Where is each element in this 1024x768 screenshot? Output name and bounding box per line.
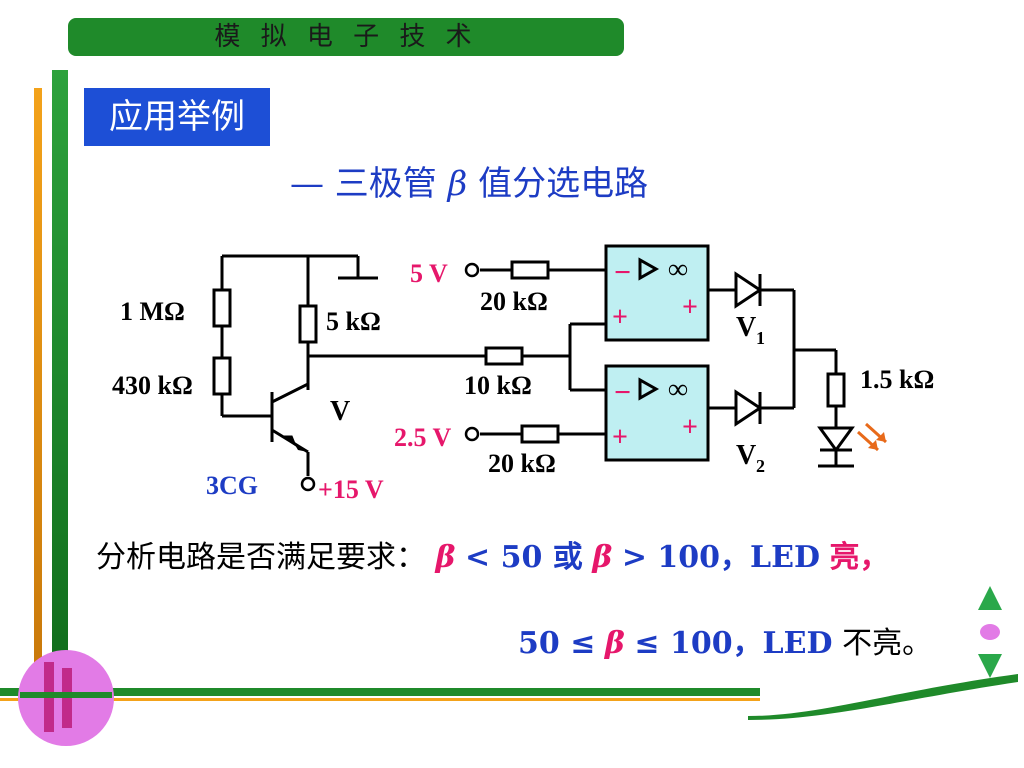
opamp1-plus-left: + (612, 302, 628, 333)
label-ref-2-5v: 2.5 V (394, 423, 452, 452)
analysis-result2: 不亮。 (842, 626, 933, 661)
analysis-result1: 亮， (829, 540, 890, 575)
left-stripe-green (52, 70, 68, 710)
analysis-cond1: < 50 或 (465, 540, 583, 575)
label-r20k-top: 20 kΩ (480, 287, 548, 316)
label-transistor: V (330, 396, 350, 427)
label-diode1-sub: 1 (756, 328, 765, 348)
opamp2-plus-right: + (682, 412, 698, 443)
analysis-line2-pre: 50 ≤ (518, 626, 596, 661)
opamp2-infinity: ∞ (668, 374, 688, 405)
nav-down-icon[interactable] (978, 654, 1002, 678)
bottom-accent-line (0, 698, 760, 701)
label-transistor-type: 3CG (206, 471, 258, 500)
label-diode1: V (736, 312, 756, 343)
decor-bar (62, 668, 72, 728)
opamp1-plus-right: + (682, 292, 698, 323)
analysis-cond2: > 100，LED (621, 540, 820, 575)
analysis-line-2: 50 ≤ β ≤ 100，LED 不亮。 (518, 618, 932, 662)
decor-wave (748, 674, 1018, 720)
label-r20k-bottom: 20 kΩ (488, 449, 556, 478)
label-supply: +15 V (318, 475, 384, 504)
opamp2-minus: − (614, 376, 631, 409)
analysis-beta: β (604, 626, 625, 661)
decor-bar (20, 692, 112, 698)
nav-up-icon[interactable] (978, 586, 1002, 610)
opamp1-infinity: ∞ (668, 254, 688, 285)
nav-home-icon[interactable] (980, 624, 1000, 640)
analysis-intro: 分析电路是否满足要求： (96, 540, 426, 575)
label-ref-5v: 5 V (410, 259, 448, 288)
analysis-beta: β (435, 540, 456, 575)
analysis-line-1: 分析电路是否满足要求： β < 50 或 β > 100，LED 亮， (96, 532, 890, 576)
label-r1m: 1 MΩ (120, 297, 185, 326)
label-r1-5k: 1.5 kΩ (860, 365, 934, 394)
opamp2-plus-left: + (612, 422, 628, 453)
label-r10k: 10 kΩ (464, 371, 532, 400)
label-diode2: V (736, 440, 756, 471)
bottom-line (0, 688, 760, 696)
analysis-beta: β (592, 540, 613, 575)
label-diode2-sub: 2 (756, 456, 765, 476)
slide-nav (978, 586, 1002, 678)
subtitle-beta: β (447, 164, 468, 204)
opamp1-minus: − (614, 256, 631, 289)
label-r5k: 5 kΩ (326, 307, 381, 336)
header-bar (68, 18, 624, 56)
analysis-line2-post: ≤ 100，LED (634, 626, 833, 661)
section-tag: 应用举例 (84, 88, 270, 146)
subtitle: — 三极管 β 值分选电路 (290, 156, 648, 205)
subtitle-prefix: — 三极管 (290, 164, 437, 204)
label-r430k: 430 kΩ (112, 371, 193, 400)
header-title: 模 拟 电 子 技 术 (214, 22, 478, 52)
left-stripe-orange (34, 88, 42, 688)
subtitle-suffix: 值分选电路 (478, 164, 649, 204)
